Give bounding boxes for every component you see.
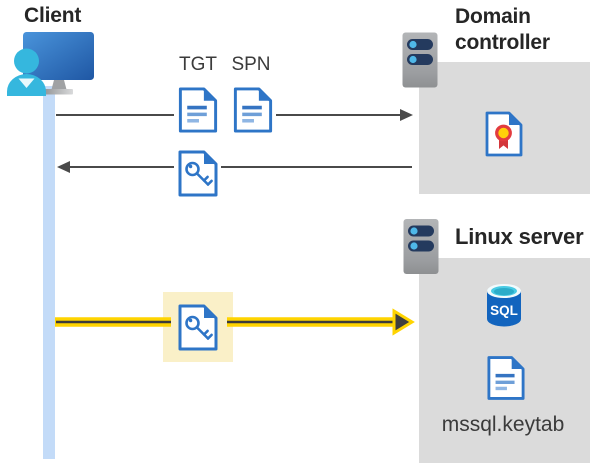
domain-controller-server-icon [402,32,438,88]
keytab-file-label: mssql.keytab [441,413,565,436]
response-arrow-line [70,166,174,168]
tgt-label: TGT [179,54,217,75]
linux-server-icon [403,218,439,275]
linux-server-label: Linux server [455,224,584,249]
client-workstation-icon [7,32,94,96]
response-arrowhead-icon [57,160,70,173]
spn-document-icon [233,87,273,133]
sql-database-icon: SQL [487,284,521,327]
response-arrow-line [221,166,412,168]
auth-arrow [55,308,415,336]
auth-key-file-icon [178,304,218,351]
client-label: Client [24,4,82,27]
request-arrowhead-icon [400,108,413,121]
domain-controller-label: Domain controller [455,5,550,54]
certificate-icon [485,111,523,157]
ticket-key-file-icon [178,150,218,197]
tgt-document-icon [178,87,218,133]
keytab-document-icon [487,354,525,402]
spn-label: SPN [231,54,271,75]
client-timeline [43,86,55,459]
request-arrow-line [276,114,401,116]
request-arrow-line [56,114,174,116]
sql-icon-text: SQL [490,303,518,318]
auth-arrowhead-icon [392,308,415,336]
